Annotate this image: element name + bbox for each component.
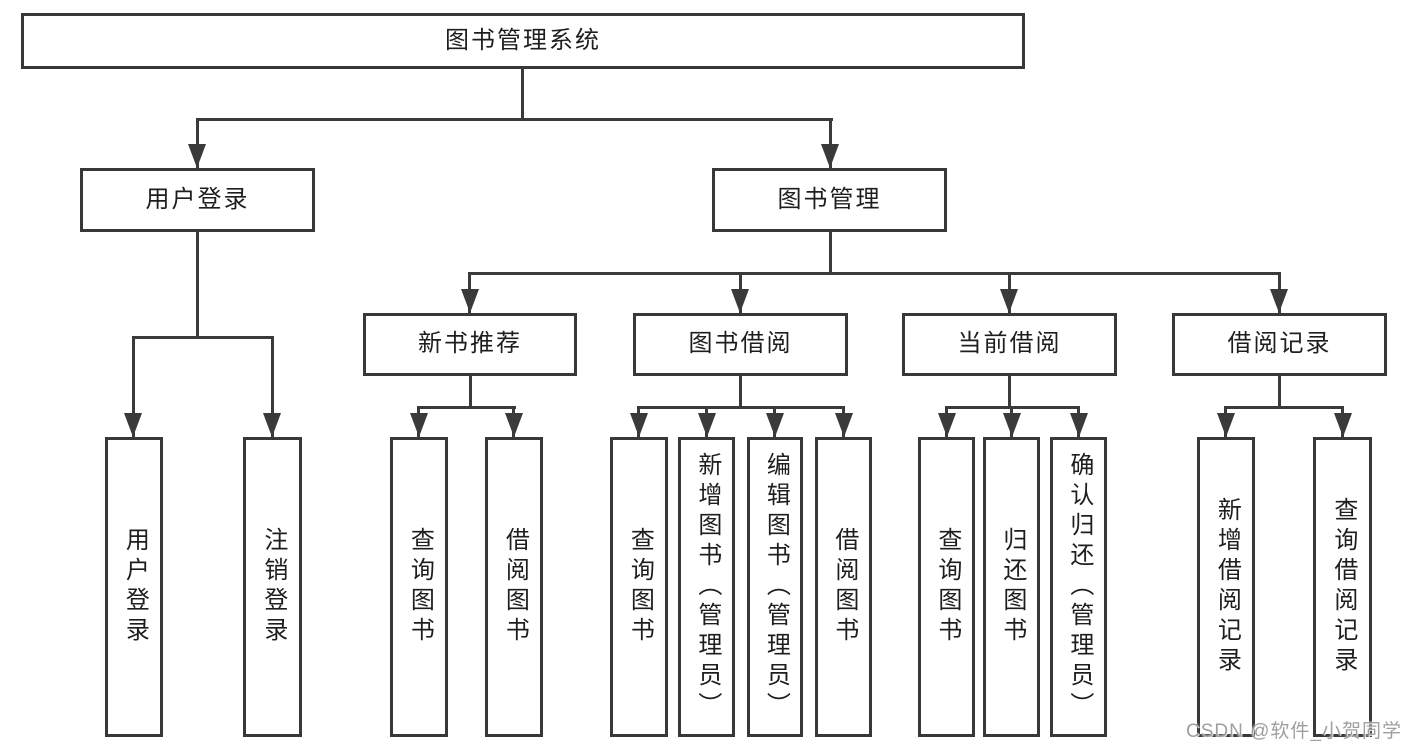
connector-line	[417, 406, 516, 409]
node-new-book-recommendation: 新书推荐	[363, 313, 577, 376]
connector-arrow	[124, 413, 142, 437]
leaf-borrowing-query-books: 查询图书	[610, 437, 668, 737]
connector-line	[468, 272, 1281, 275]
connector-arrow	[188, 144, 206, 168]
connector-line	[945, 406, 1080, 409]
leaf-current-confirm-return-admin: 确认归还（管理员）	[1050, 437, 1107, 737]
connector-line	[196, 232, 199, 336]
connector-line	[469, 376, 472, 406]
connector-arrow	[821, 144, 839, 168]
leaf-user-login: 用户登录	[105, 437, 163, 737]
leaf-borrowing-edit-books-admin: 编辑图书（管理员）	[747, 437, 803, 737]
leaf-current-query-books: 查询图书	[918, 437, 975, 737]
connector-arrow	[835, 413, 853, 437]
connector-arrow	[410, 413, 428, 437]
leaf-current-return-books: 归还图书	[983, 437, 1040, 737]
leaf-records-add-record: 新增借阅记录	[1197, 437, 1255, 737]
leaf-recommend-borrow-books: 借阅图书	[485, 437, 543, 737]
connector-arrow	[1270, 289, 1288, 313]
connector-arrow	[698, 413, 716, 437]
connector-arrow	[461, 289, 479, 313]
node-current-borrowing: 当前借阅	[902, 313, 1117, 376]
node-book-borrowing: 图书借阅	[633, 313, 848, 376]
connector-line	[132, 339, 135, 437]
connector-arrow	[1070, 413, 1088, 437]
connector-line	[637, 406, 845, 409]
connector-arrow	[263, 413, 281, 437]
connector-arrow	[1217, 413, 1235, 437]
connector-line	[271, 339, 274, 437]
connector-line	[1224, 406, 1344, 409]
connector-line	[1278, 376, 1281, 406]
node-borrowing-records: 借阅记录	[1172, 313, 1387, 376]
connector-arrow	[505, 413, 523, 437]
leaf-records-query-record: 查询借阅记录	[1313, 437, 1372, 737]
connector-arrow	[938, 413, 956, 437]
connector-arrow	[630, 413, 648, 437]
connector-arrow	[731, 289, 749, 313]
connector-arrow	[1003, 413, 1021, 437]
connector-line	[196, 118, 833, 121]
node-root: 图书管理系统	[21, 13, 1025, 69]
connector-arrow	[1000, 289, 1018, 313]
node-book-management: 图书管理	[712, 168, 947, 232]
connector-line	[1008, 376, 1011, 406]
leaf-borrowing-borrow-books: 借阅图书	[815, 437, 872, 737]
leaf-recommend-query-books: 查询图书	[390, 437, 448, 737]
connector-line	[521, 69, 524, 118]
node-user-login: 用户登录	[80, 168, 315, 232]
leaf-logout: 注销登录	[243, 437, 302, 737]
connector-line	[829, 232, 832, 272]
leaf-borrowing-add-books-admin: 新增图书（管理员）	[678, 437, 735, 737]
connector-arrow	[1334, 413, 1352, 437]
connector-arrow	[766, 413, 784, 437]
connector-line	[132, 336, 274, 339]
connector-line	[739, 376, 742, 406]
csdn-watermark: CSDN @软件_小贺同学	[1186, 721, 1402, 742]
